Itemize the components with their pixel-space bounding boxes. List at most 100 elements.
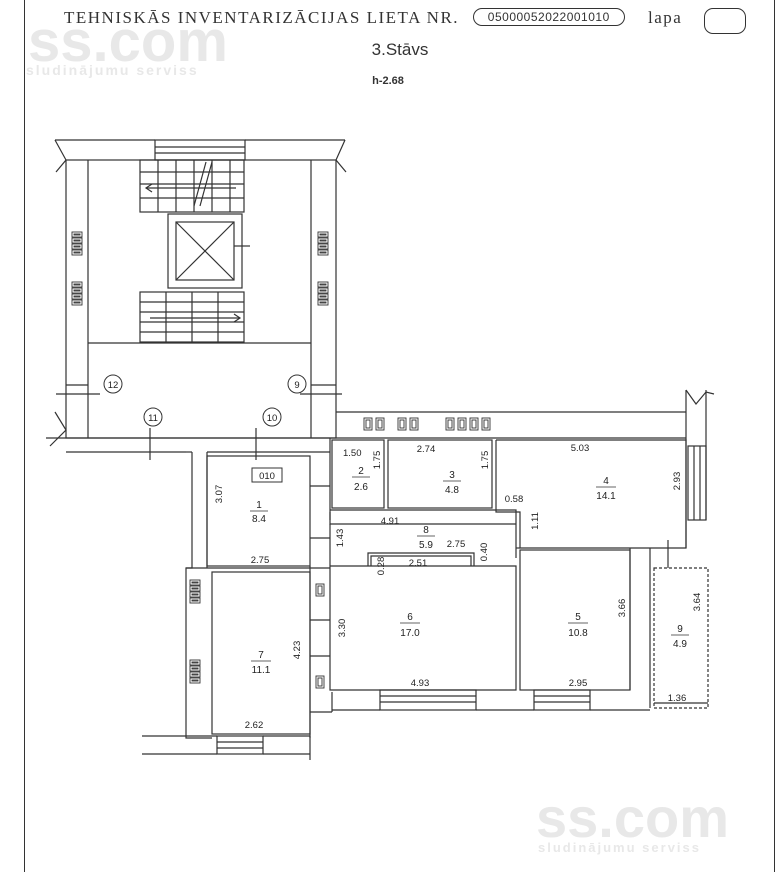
stair-label: 010	[259, 471, 275, 482]
window	[687, 445, 707, 521]
radiator-symbol	[317, 293, 329, 300]
radiator-symbol	[317, 287, 329, 294]
room-9-outline	[653, 567, 709, 709]
page-label: lapa	[648, 8, 683, 27]
dimension-label: 1.43	[335, 529, 346, 548]
room-number: 3	[449, 470, 455, 481]
axis-label: 10	[267, 413, 278, 424]
dimension-label: 3.30	[337, 619, 348, 638]
radiator-symbol	[71, 243, 83, 250]
axis-marker-11	[143, 407, 163, 427]
radiator-symbol	[375, 417, 385, 431]
radiator-symbol	[71, 281, 83, 288]
dimension-label: 3.64	[692, 593, 703, 612]
radiator-symbol-inner	[377, 419, 383, 429]
dimension-label: 4.91	[381, 516, 400, 527]
radiator-symbol	[315, 675, 325, 689]
radiator-symbol-inner	[191, 599, 199, 602]
dimension-label: 0.40	[479, 543, 490, 562]
radiator-symbol	[317, 281, 329, 288]
room-number: 8	[423, 525, 429, 536]
room-4-outline	[495, 439, 687, 549]
radiator-symbol-inner	[459, 419, 465, 429]
dimension-label: 4.23	[292, 641, 303, 660]
radiator-symbol	[189, 597, 201, 604]
radiator-symbol-inner	[447, 419, 453, 429]
floor-height: h-2.68	[372, 75, 404, 87]
axis-marker-10	[262, 407, 282, 427]
room-number: 9	[677, 624, 683, 635]
radiator-symbol-inner	[73, 239, 81, 242]
window	[533, 689, 591, 711]
window	[216, 735, 264, 755]
radiator-symbol-inner	[399, 419, 405, 429]
radiator-symbol-inner	[317, 677, 323, 687]
radiator-symbol	[317, 237, 329, 244]
case-number: 05000052022001010	[472, 8, 625, 26]
room-8-outline	[330, 509, 517, 558]
radiator-symbol-inner	[73, 295, 81, 298]
radiator-symbol-inner	[73, 289, 81, 292]
room-number: 1	[256, 500, 262, 511]
radiator-symbol	[363, 417, 373, 431]
staircase-lower	[139, 291, 245, 343]
radiator-symbol-inner	[471, 419, 477, 429]
room-number: 2	[358, 466, 364, 477]
radiator-symbol	[317, 231, 329, 238]
elevator	[167, 213, 250, 289]
dimension-label: 1.75	[480, 451, 491, 470]
axis-marker-9	[287, 374, 307, 394]
radiator-symbol-inner	[483, 419, 489, 429]
radiator-symbol-inner	[365, 419, 371, 429]
dimension-label: 3.07	[214, 485, 225, 504]
room-number: 5	[575, 612, 581, 623]
dimension-label: 3.66	[617, 599, 628, 618]
radiator-symbol	[71, 231, 83, 238]
radiator-symbol-inner	[191, 587, 199, 590]
dimension-label: 2.62	[245, 720, 264, 731]
radiator-symbol	[189, 665, 201, 672]
room-area: 14.1	[596, 491, 616, 502]
staircase-upper	[139, 159, 245, 213]
dimension-label: 1.50	[343, 448, 362, 459]
dimension-label: 2.93	[672, 472, 683, 491]
room-6-outline	[329, 565, 517, 691]
stair-label-box	[251, 467, 283, 483]
room-area: 4.8	[445, 485, 459, 496]
radiator-symbol-inner	[319, 233, 327, 236]
radiator-symbol	[189, 585, 201, 592]
document-header: TEHNISKĀS INVENTARIZĀCIJAS LIETA NR. 050…	[64, 8, 746, 34]
radiator-symbol	[189, 671, 201, 678]
radiator-symbol	[317, 249, 329, 256]
radiator-symbol	[189, 579, 201, 586]
room-area: 11.1	[252, 665, 271, 676]
radiator-symbol-inner	[191, 593, 199, 596]
dimension-label: 1.11	[530, 512, 541, 530]
radiator-symbol	[445, 417, 455, 431]
radiator-symbol	[469, 417, 479, 431]
room-area: 2.6	[354, 482, 368, 493]
dimension-label: 2.95	[569, 678, 588, 689]
radiator-symbol	[315, 583, 325, 597]
radiator-symbol	[71, 249, 83, 256]
dimension-label: 2.51	[409, 558, 428, 569]
radiator-symbol	[481, 417, 491, 431]
radiator-symbol-inner	[319, 251, 327, 254]
radiator-symbol-inner	[317, 585, 323, 595]
floor-label: 3.Stāvs	[371, 40, 429, 59]
radiator-symbol	[71, 287, 83, 294]
radiator-symbol	[71, 293, 83, 300]
room-1-outline	[206, 455, 311, 567]
radiator-symbol-inner	[319, 301, 327, 304]
dimension-label: 4.93	[411, 678, 430, 689]
room-number: 7	[258, 650, 264, 661]
radiator-symbol-inner	[73, 245, 81, 248]
radiator-symbol-inner	[319, 295, 327, 298]
dimension-label: 2.75	[251, 555, 270, 566]
header-title: TEHNISKĀS INVENTARIZĀCIJAS LIETA NR.	[64, 8, 460, 27]
radiator-symbol-inner	[73, 233, 81, 236]
radiator-symbol	[189, 591, 201, 598]
page-number-box	[704, 8, 746, 34]
dimension-label: 1.75	[372, 451, 383, 470]
radiator-symbol-inner	[191, 673, 199, 676]
